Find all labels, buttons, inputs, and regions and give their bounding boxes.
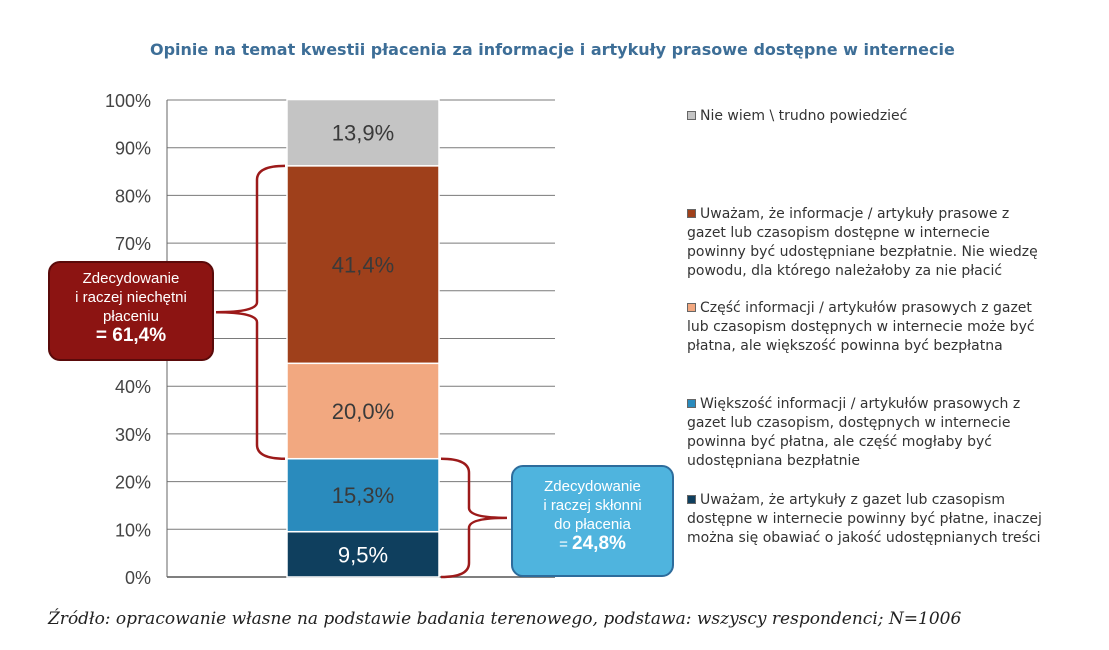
- y-tick-label: 90%: [115, 139, 151, 159]
- legend-item: Uważam, że artykuły z gazet lub czasopis…: [687, 491, 1047, 548]
- callout-line: i raczej skłonni: [543, 497, 642, 514]
- legend-label: Uważam, że informacje / artykuły prasowe…: [687, 206, 1038, 279]
- legend-label: Nie wiem \ trudno powiedzieć: [700, 108, 908, 124]
- bar-segment: [286, 457, 440, 533]
- bar-segment: [286, 165, 440, 365]
- data-label: 41,4%: [332, 253, 394, 278]
- callout-line: do płacenia: [554, 516, 631, 533]
- legend-swatch: [687, 303, 696, 312]
- y-tick-label: 100%: [105, 91, 151, 111]
- y-tick-label: 10%: [115, 520, 151, 540]
- data-label: 15,3%: [332, 483, 394, 508]
- legend-swatch: [687, 111, 696, 120]
- legend-item: Część informacji / artykułów prasowych z…: [687, 299, 1047, 356]
- data-label: 9,5%: [338, 542, 388, 567]
- callout-total-line: = 24,8%: [513, 534, 672, 554]
- legend-swatch: [687, 399, 696, 408]
- legend-item: Nie wiem \ trudno powiedzieć: [687, 107, 1047, 126]
- y-tick-label: 20%: [115, 473, 151, 493]
- callout-unwilling-to-pay: Zdecydowanie i raczej niechętni płaceniu…: [48, 261, 214, 361]
- legend-item: Uważam, że informacje / artykuły prasowe…: [687, 205, 1047, 281]
- y-tick-label: 70%: [115, 234, 151, 254]
- callout-line: i raczej niechętni: [75, 289, 187, 306]
- callout-line: Zdecydowanie: [82, 270, 180, 287]
- callout-total-prefix: =: [559, 536, 573, 553]
- chart-title: Opinie na temat kwestii płacenia za info…: [150, 40, 955, 59]
- y-tick-label: 40%: [115, 377, 151, 397]
- legend-label: Uważam, że artykuły z gazet lub czasopis…: [687, 492, 1042, 546]
- bar-segment: [286, 530, 440, 578]
- callout-line: Zdecydowanie: [544, 478, 641, 495]
- range-bracket: [440, 457, 508, 579]
- source-note: Źródło: opracowanie własne na podstawie …: [48, 609, 962, 629]
- legend-label: Większość informacji / artykułów prasowy…: [687, 396, 1021, 469]
- y-tick-label: 30%: [115, 425, 151, 445]
- legend-item: Większość informacji / artykułów prasowy…: [687, 395, 1047, 471]
- callout-willing-to-pay: Zdecydowanie i raczej skłonni do płaceni…: [511, 465, 674, 577]
- range-bracket: [215, 164, 286, 460]
- data-label: 13,9%: [332, 121, 394, 146]
- legend-swatch: [687, 495, 696, 504]
- legend-label: Część informacji / artykułów prasowych z…: [687, 300, 1035, 354]
- y-tick-label: 0%: [125, 568, 151, 588]
- callout-total: = 61,4%: [95, 325, 167, 346]
- callout-total: 24,8%: [572, 533, 626, 554]
- data-label: 20,0%: [332, 399, 394, 424]
- legend-swatch: [687, 209, 696, 218]
- bar-segment: [286, 98, 440, 167]
- y-tick-label: 80%: [115, 186, 151, 206]
- callout-line: płaceniu: [103, 308, 159, 325]
